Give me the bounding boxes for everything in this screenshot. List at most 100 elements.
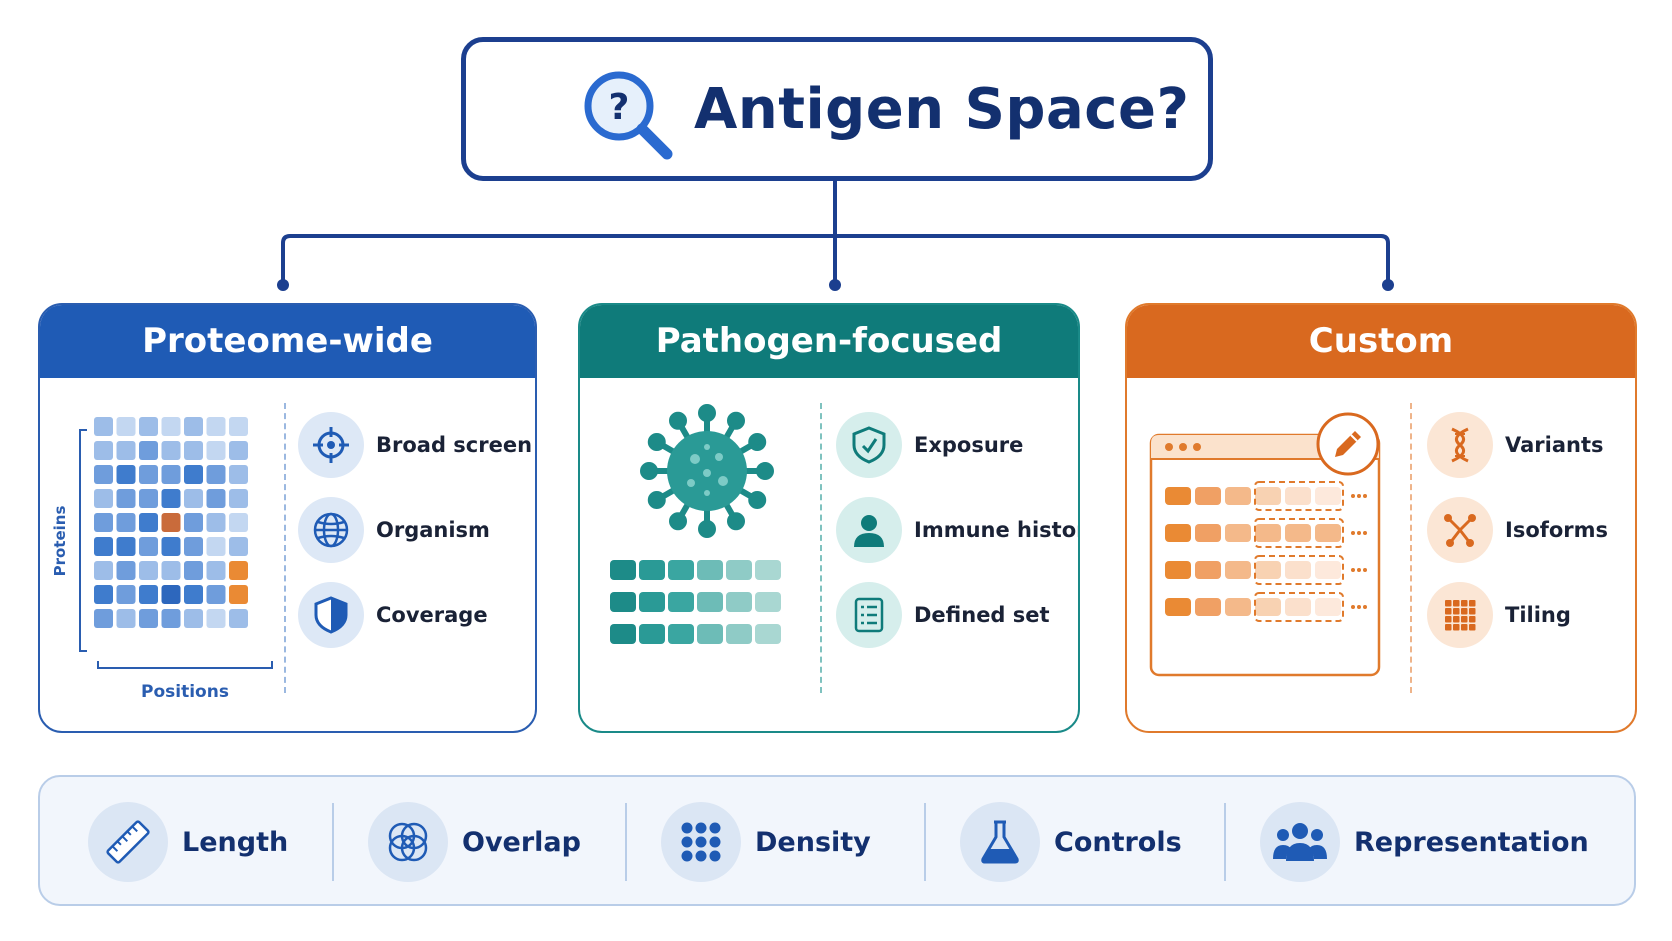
flask-icon — [960, 802, 1040, 882]
grid-icon — [1427, 582, 1493, 648]
peptide-block — [668, 560, 694, 580]
feature-exposure: Exposure — [836, 411, 1023, 479]
sequence-block — [1225, 524, 1251, 542]
heatmap-cell — [94, 513, 113, 532]
heatmap-cell — [206, 513, 226, 532]
heatmap-cell — [229, 561, 248, 580]
sequence-block — [1255, 561, 1281, 579]
overlap-circles-icon — [368, 802, 448, 882]
heatmap-y-label: Proteins — [51, 506, 69, 577]
panel-header: Proteome-wide — [40, 305, 535, 378]
heatmap-cell — [116, 537, 136, 556]
heatmap-cell — [94, 465, 113, 484]
criterion-label: Representation — [1354, 826, 1589, 858]
criterion-overlap: Overlap — [368, 799, 581, 885]
heatmap-cell — [184, 489, 203, 508]
heatmap-cell — [161, 417, 181, 436]
panel-custom: Custom Variants Isoforms Tiling — [1125, 303, 1637, 733]
sequence-block — [1195, 561, 1221, 579]
heatmap-cell — [161, 489, 181, 508]
peptide-block — [639, 592, 665, 612]
separator — [625, 803, 627, 881]
heatmap-cell — [139, 465, 158, 484]
peptide-block — [668, 624, 694, 644]
feature-defined-set: Defined set — [836, 581, 1050, 649]
sequence-block — [1315, 598, 1341, 616]
feature-label: Immune history — [914, 518, 1078, 542]
heatmap-cell — [94, 441, 113, 460]
heatmap-cell — [116, 585, 136, 604]
heatmap-cell — [139, 441, 158, 460]
heatmap-cell — [206, 537, 226, 556]
sequence-block — [1195, 487, 1221, 505]
heatmap-cell — [139, 609, 158, 628]
heatmap-cell — [229, 465, 248, 484]
criterion-length: Length — [88, 799, 288, 885]
checklist-icon — [836, 582, 902, 648]
heatmap-cell — [94, 609, 113, 628]
sequence-block — [1255, 598, 1281, 616]
heatmap-cell — [229, 441, 248, 460]
heatmap-cell — [206, 417, 226, 436]
feature-label: Exposure — [914, 433, 1024, 457]
feature-label: Coverage — [376, 603, 488, 627]
feature-label: Broad screen — [376, 433, 533, 457]
crosshair-icon — [298, 412, 364, 478]
peptide-block — [755, 560, 781, 580]
feature-isoforms: Isoforms — [1427, 496, 1608, 564]
heatmap-cell — [206, 465, 226, 484]
panel-pathogen-focused: Pathogen-focused Exposure Immune history — [578, 303, 1080, 733]
heatmap-cell — [139, 585, 158, 604]
sequence-block — [1315, 487, 1341, 505]
separator — [332, 803, 334, 881]
heatmap-cell — [161, 561, 181, 580]
criterion-label: Density — [755, 826, 871, 858]
feature-tiling: Tiling — [1427, 581, 1571, 649]
heatmap-cell — [94, 537, 113, 556]
svg-text:?: ? — [609, 87, 630, 128]
peptide-block — [639, 560, 665, 580]
sequence-block — [1315, 561, 1341, 579]
sequence-block — [1285, 561, 1311, 579]
feature-label: Defined set — [914, 603, 1050, 627]
heatmap-cell — [184, 585, 203, 604]
criterion-label: Overlap — [462, 826, 581, 858]
pencil-icon — [1315, 411, 1381, 481]
heatmap-cell — [206, 441, 226, 460]
peptide-block — [755, 592, 781, 612]
heatmap-cell — [184, 417, 203, 436]
peptide-block — [610, 624, 636, 644]
peptide-block — [639, 624, 665, 644]
panel-header: Pathogen-focused — [580, 305, 1078, 378]
heatmap-cell — [94, 561, 113, 580]
shield-icon — [298, 582, 364, 648]
heatmap-cell — [229, 537, 248, 556]
shield-check-icon — [836, 412, 902, 478]
peptide-block — [697, 592, 723, 612]
sequence-block — [1285, 524, 1311, 542]
separator — [1224, 803, 1226, 881]
divider — [820, 403, 822, 693]
criterion-representation: Representation — [1260, 799, 1589, 885]
peptide-block — [668, 592, 694, 612]
heatmap-cell — [161, 441, 181, 460]
heatmap-cell — [184, 609, 203, 628]
peptide-block — [610, 592, 636, 612]
sequence-block — [1165, 524, 1191, 542]
feature-label: Isoforms — [1505, 518, 1609, 542]
peptide-block — [726, 560, 752, 580]
heatmap-cell — [116, 465, 136, 484]
heatmap-cell — [184, 561, 203, 580]
peptide-block — [697, 624, 723, 644]
heatmap-cell — [206, 609, 226, 628]
feature-organism: Organism — [298, 496, 490, 564]
heatmap-cell — [139, 489, 158, 508]
feature-label: Variants — [1505, 433, 1604, 457]
feature-variants: Variants — [1427, 411, 1604, 479]
protein-position-heatmap: Proteins Positions — [51, 417, 273, 702]
peptide-block — [726, 624, 752, 644]
heatmap-cell — [139, 513, 158, 532]
heatmap-cell — [206, 585, 226, 604]
feature-label: Tiling — [1505, 603, 1571, 627]
ruler-icon — [88, 802, 168, 882]
